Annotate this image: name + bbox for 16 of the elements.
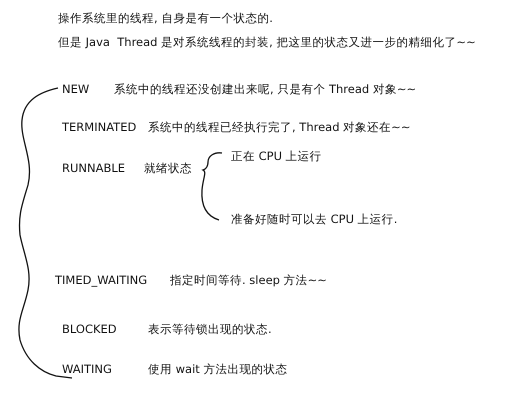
intro-text: 操作系统里的线程, 自身是有一个状态的. xyxy=(58,10,273,26)
state-name: RUNNABLE xyxy=(62,160,126,176)
intro-text: 但是 Java Thread 是对系统线程的封装, 把这里的状态又进一步的精细化了~~ xyxy=(58,34,476,50)
state-description: 指定时间等待. sleep 方法~~ xyxy=(170,272,327,288)
branch-note: 正在 CPU 上运行 xyxy=(231,148,322,164)
branch-note: 准备好随时可以去 CPU 上运行. xyxy=(231,211,398,227)
state-description: 表示等待锁出现的状态. xyxy=(148,321,272,337)
state-name: TERMINATED xyxy=(62,119,136,135)
state-name: NEW xyxy=(62,81,90,97)
state-description: 使用 wait 方法出现的状态 xyxy=(148,361,288,377)
state-name: BLOCKED xyxy=(62,321,117,337)
state-description: 就绪状态 xyxy=(144,160,192,176)
state-name: WAITING xyxy=(62,361,112,377)
state-description: 系统中的线程还没创建出来呢, 只是有个 Thread 对象~~ xyxy=(114,81,416,97)
state-name: TIMED_WAITING xyxy=(55,272,148,288)
state-description: 系统中的线程已经执行完了, Thread 对象还在~~ xyxy=(148,119,410,135)
